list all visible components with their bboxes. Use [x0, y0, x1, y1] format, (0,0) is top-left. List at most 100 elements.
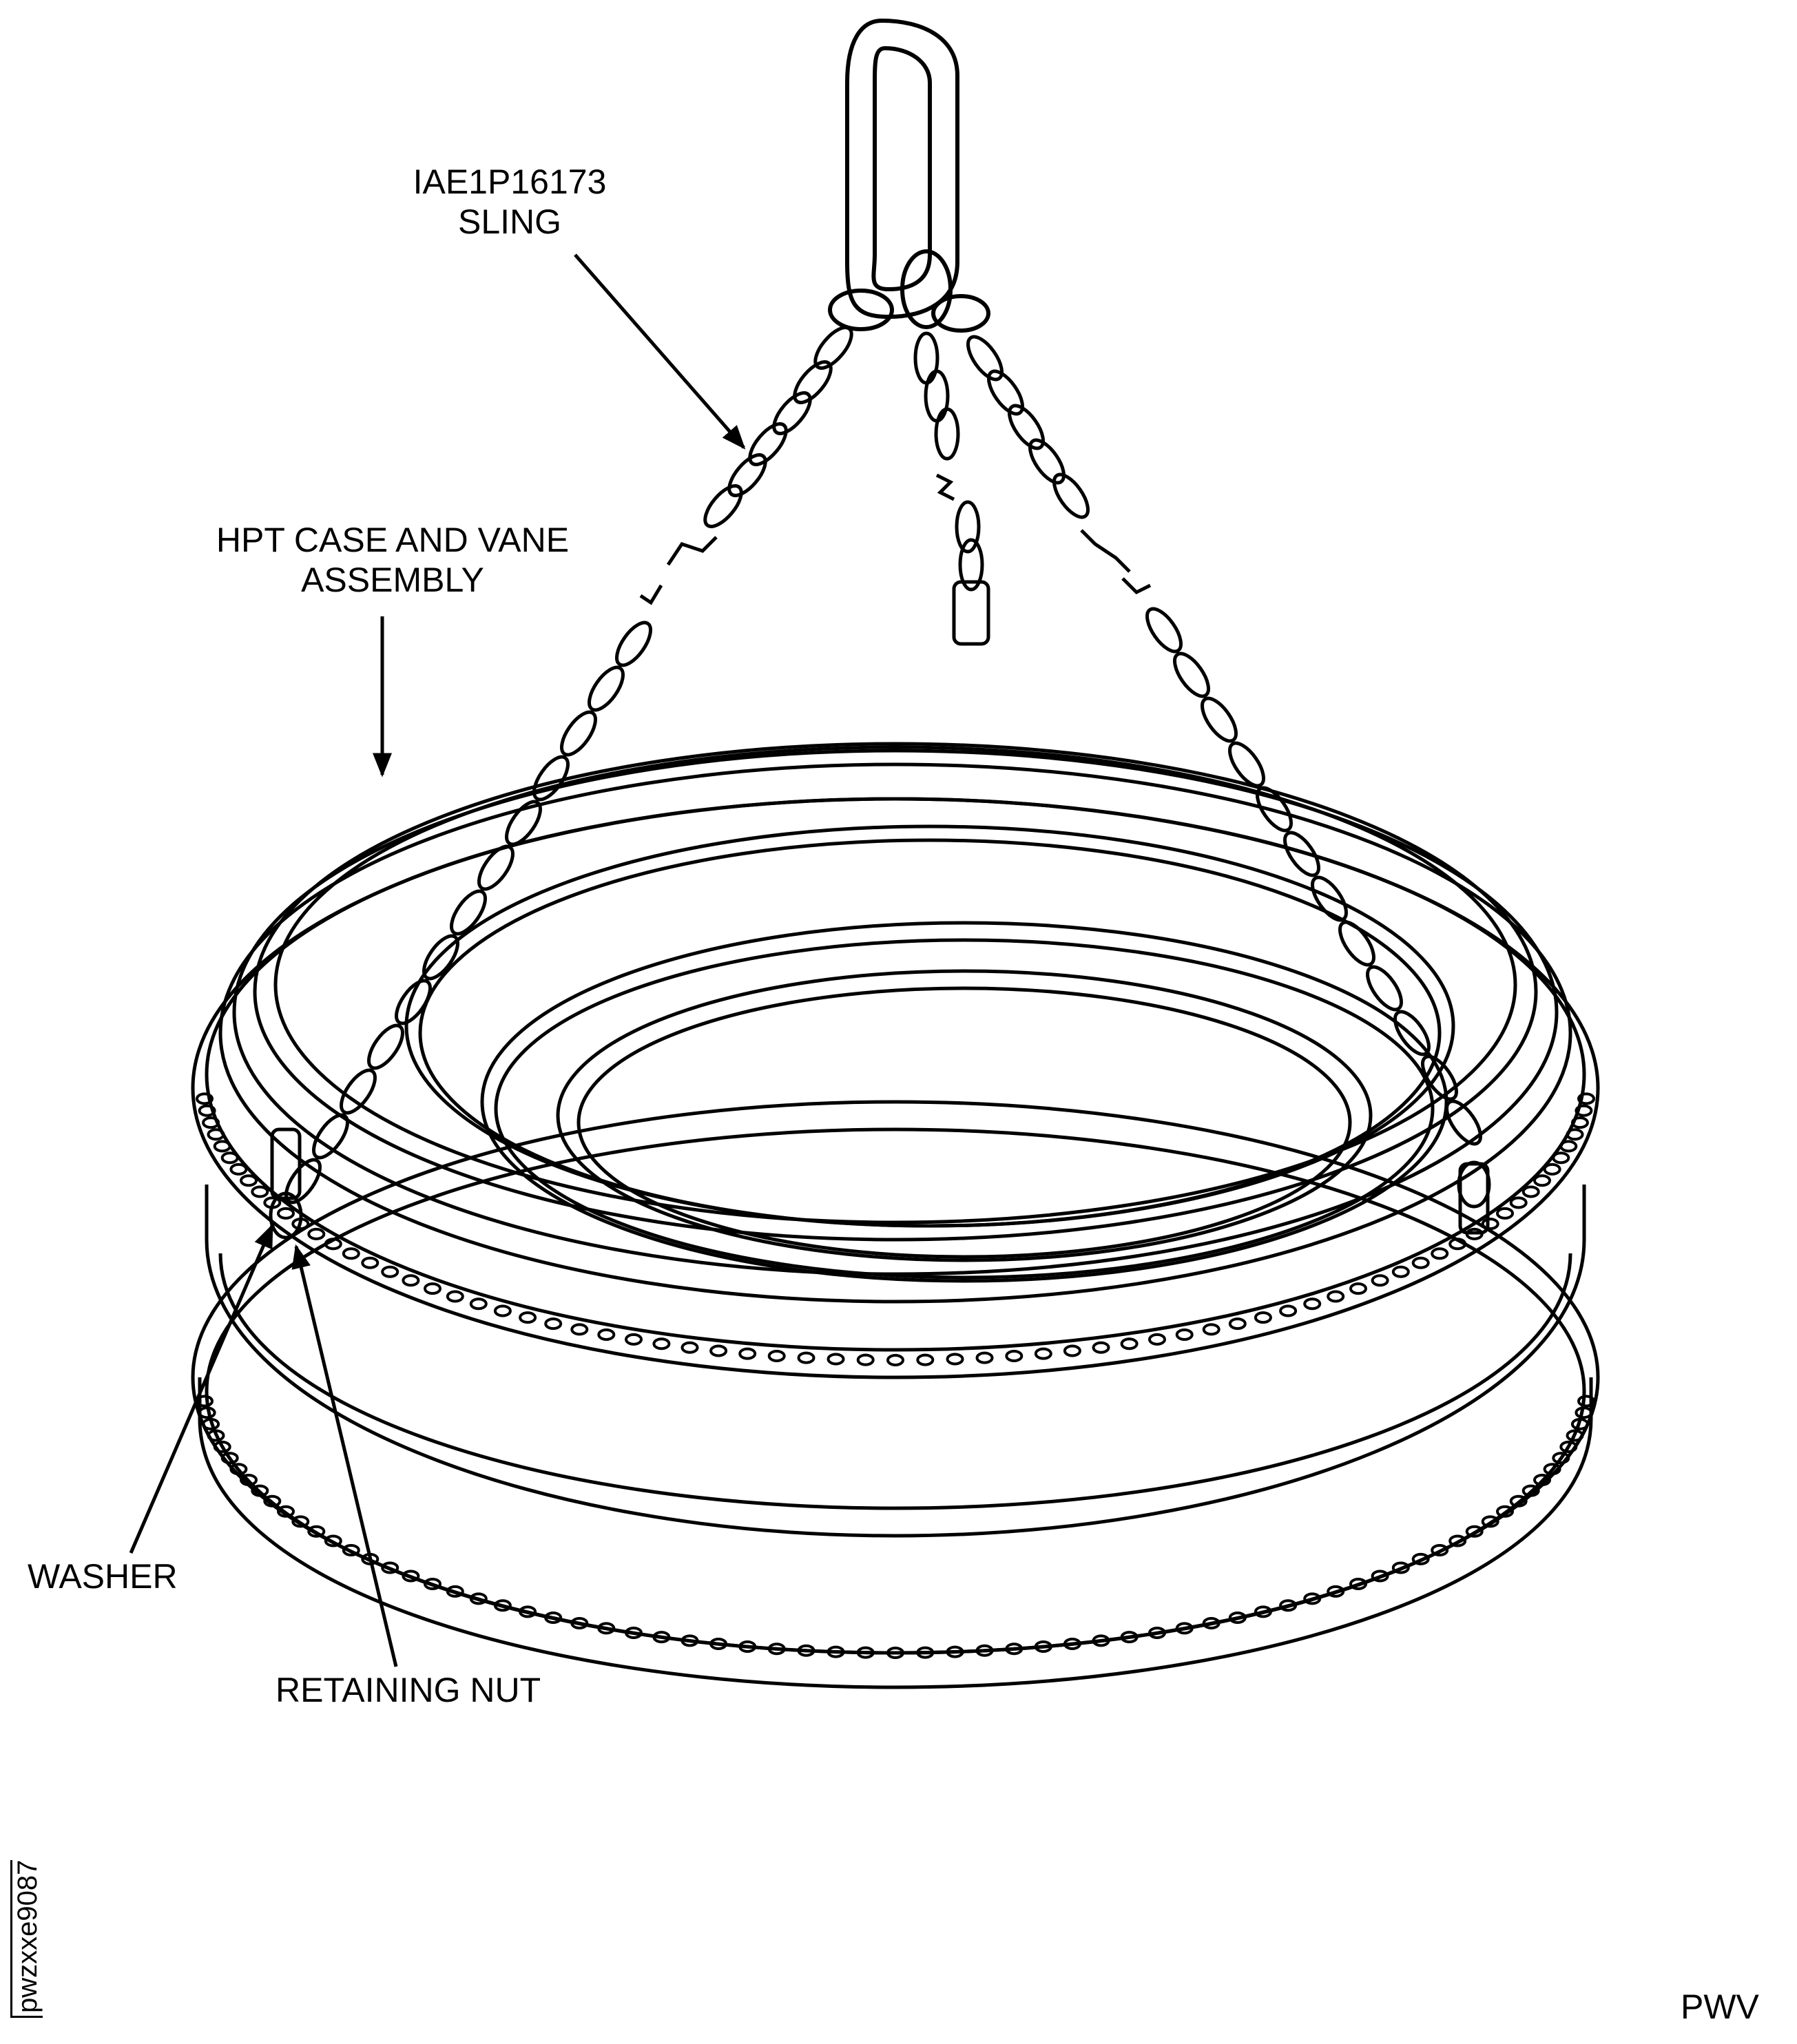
bolt-hole [229, 1463, 248, 1476]
bolt-hole [1552, 1151, 1570, 1165]
bolt-hole [797, 1351, 816, 1364]
bolt-hole [1303, 1592, 1322, 1605]
bolt-hole [342, 1247, 360, 1260]
bolt-hole [1063, 1344, 1081, 1357]
bolt-hole [1509, 1494, 1528, 1508]
bolt-hole [1559, 1440, 1578, 1453]
bolt-hole [1448, 1238, 1467, 1251]
bolt-hole [767, 1642, 786, 1656]
bolt-hole [196, 1092, 214, 1105]
bolt-hole [570, 1617, 589, 1629]
bolt-hole [916, 1353, 935, 1366]
bolt-hole [916, 1646, 935, 1659]
bolt-hole [1521, 1185, 1540, 1198]
bolt-hole [886, 1354, 904, 1366]
bolt-hole [886, 1647, 904, 1659]
bolt-hole [307, 1227, 326, 1240]
hoist-ring [828, 18, 990, 333]
bolt-hole [681, 1634, 699, 1647]
bolt-hole [1202, 1617, 1220, 1629]
bolt-hole [1063, 1638, 1081, 1650]
bolt-hole [1034, 1640, 1052, 1653]
left-chain-lower [269, 584, 663, 1240]
bolt-hole [1465, 1227, 1484, 1240]
center-chain [913, 331, 990, 646]
bolt-hole [1120, 1337, 1139, 1350]
bolt-hole [1254, 1311, 1272, 1324]
bolt-hole [381, 1561, 399, 1574]
bolt-hole [709, 1638, 728, 1650]
hpt-assembly-label-line-2: ASSEMBLY [301, 561, 484, 599]
drawing-code: pwzxxe9087 [10, 1859, 43, 2018]
bolt-hole [424, 1578, 442, 1590]
bolt-hole [469, 1592, 488, 1605]
bolt-hole [424, 1282, 442, 1295]
bolt-hole [213, 1140, 231, 1153]
bolt-hole [975, 1351, 994, 1364]
bolt-hole [198, 1406, 216, 1419]
sling-leader [574, 253, 746, 450]
washer-leader [129, 1223, 274, 1554]
bolt-hole [1327, 1585, 1345, 1598]
bolt-hole [469, 1297, 488, 1311]
bolt-hole [1228, 1317, 1247, 1331]
bolt-hole [681, 1341, 699, 1354]
bolt-hole [1371, 1274, 1389, 1287]
bolt-hole [307, 1525, 326, 1538]
retaining-nut-leader [291, 1244, 398, 1667]
bolt-hole [544, 1317, 563, 1331]
right-chain-lower [1121, 577, 1491, 1235]
bolt-hole [946, 1645, 964, 1658]
bolt-hole [220, 1151, 239, 1165]
bolt-hole [1411, 1552, 1430, 1565]
bolt-hole [1279, 1304, 1298, 1317]
bolt-hole [1552, 1452, 1570, 1465]
bolt-hole [1566, 1429, 1584, 1442]
bolt-hole [597, 1622, 616, 1635]
left-chain-upper [666, 326, 853, 566]
bolt-hole [240, 1474, 258, 1486]
bolt-hole [1496, 1505, 1514, 1518]
bolt-hole [738, 1640, 757, 1653]
bolt-hole [1254, 1605, 1272, 1618]
bolt-hole [324, 1238, 342, 1251]
bolt-hole [652, 1337, 671, 1350]
bolt-hole [277, 1207, 295, 1220]
bolt-hole [975, 1644, 994, 1657]
hpt-assembly-label: HPT CASE AND VANE ASSEMBLY [186, 520, 599, 600]
bolt-hole [1570, 1417, 1589, 1430]
bolt-hole [342, 1544, 360, 1556]
sling-chains [269, 326, 1491, 1240]
bolt-hole [1148, 1333, 1166, 1346]
bolt-hole [1448, 1534, 1467, 1547]
bolt-hole [570, 1323, 589, 1336]
bolt-hole [1005, 1350, 1024, 1362]
bolt-hole [207, 1429, 225, 1442]
bolt-hole [1509, 1196, 1528, 1209]
bolt-hole [493, 1304, 512, 1317]
bolt-hole [361, 1256, 380, 1269]
bolt-hole [1228, 1612, 1247, 1624]
bolt-hole [544, 1612, 563, 1624]
bolt-hole [1543, 1463, 1561, 1476]
hpt-assembly-label-line-1: HPT CASE AND VANE [216, 521, 570, 559]
bolt-hole [1533, 1474, 1551, 1486]
bolt-hole [946, 1353, 964, 1366]
bolt-hole [1521, 1484, 1540, 1497]
bolt-hole [202, 1417, 220, 1430]
retaining-nut-label: RETAINING NUT [276, 1671, 541, 1709]
bolt-hole [381, 1265, 399, 1278]
bolt-hole [1120, 1631, 1139, 1644]
bolt-hole [1148, 1627, 1166, 1639]
bolt-hole [446, 1290, 464, 1303]
flange-bolt-holes [196, 1092, 1595, 1659]
bolt-hole [263, 1494, 282, 1508]
sling-label: IAE1P16173 SLING [358, 162, 661, 242]
sling-label-line-2: SLING [457, 202, 562, 241]
bolt-hole [202, 1116, 220, 1129]
bolt-hole [1543, 1162, 1561, 1176]
bolt-hole [1431, 1247, 1449, 1260]
bolt-hole [1575, 1406, 1593, 1419]
bolt-hole [1005, 1642, 1024, 1656]
bolt-hole [1391, 1265, 1410, 1278]
